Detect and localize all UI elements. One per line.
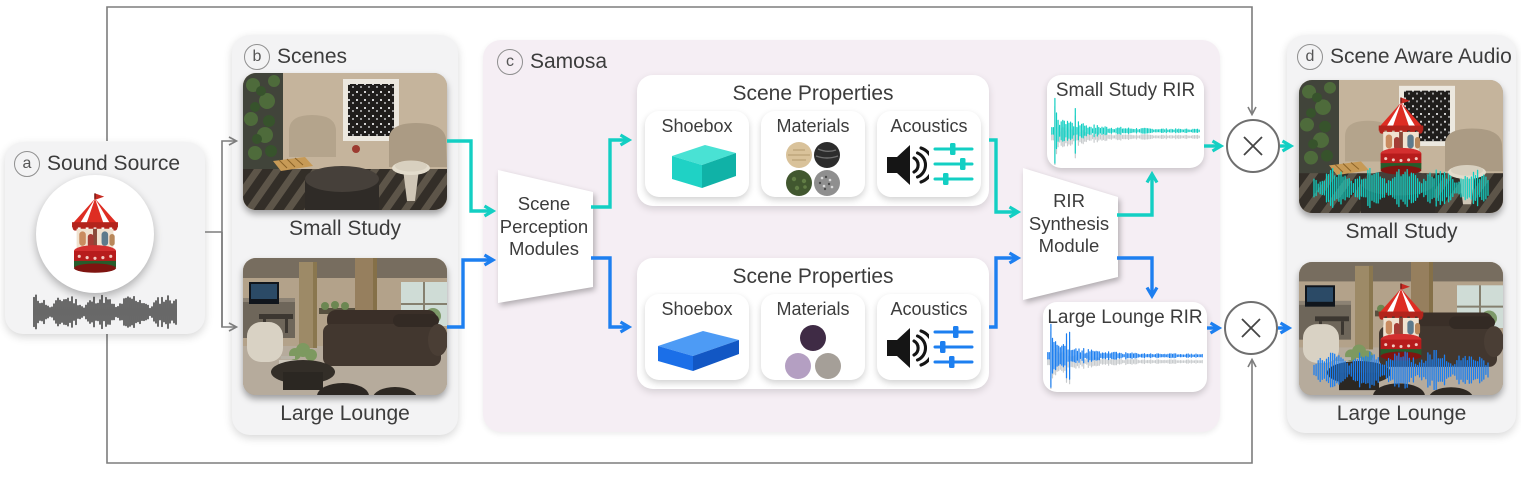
samosa-title: Samosa	[530, 50, 608, 73]
sound-source-panel: a Sound Source	[5, 142, 205, 334]
large-lounge-rir-box: Large Lounge RIR	[1043, 302, 1207, 392]
materials-card: Materials	[761, 111, 865, 197]
small-study-photo	[243, 73, 447, 210]
scene-properties-box-top: Scene Properties Shoebox Materials	[637, 75, 989, 206]
multiply-node-top	[1226, 119, 1280, 173]
shoebox-icon	[658, 331, 739, 371]
scenes-panel: b Scenes Small Study Large Lounge	[232, 35, 458, 435]
panel-tag-b: b	[244, 44, 270, 70]
scene-properties-title: Scene Properties	[732, 82, 894, 105]
small-study-label: Small Study	[288, 217, 402, 240]
scene-aware-audio-panel: d Scene Aware Audio Small Study Large Lo…	[1287, 35, 1516, 433]
scenes-title: Scenes	[277, 45, 348, 68]
panel-tag-c: c	[497, 49, 523, 75]
scene-perception-module-label: Scene Perception Modules	[499, 193, 589, 260]
shoebox-card: Shoebox	[645, 111, 749, 197]
rir-synthesis-module-label: RIR Synthesis Module	[1028, 190, 1110, 257]
acoustics-card: Acoustics	[877, 294, 981, 380]
materials-icon	[785, 325, 841, 379]
samosa-panel: c Samosa Scene Perception Modules Scene …	[483, 40, 1220, 432]
source-waveform	[33, 294, 177, 330]
panel-tag-d: d	[1297, 44, 1323, 70]
large-lounge-audio-waveform	[1313, 350, 1489, 390]
panel-tag-a: a	[14, 151, 40, 177]
carousel-icon	[66, 192, 124, 276]
acoustics-icon	[885, 143, 974, 187]
small-study-label: Small Study	[1345, 220, 1458, 243]
small-study-rir-box: Small Study RIR	[1047, 75, 1204, 168]
materials-icon	[786, 142, 840, 196]
shoebox-card: Shoebox	[645, 294, 749, 380]
small-study-audio-waveform	[1313, 168, 1489, 208]
acoustics-card: Acoustics	[877, 111, 981, 197]
large-lounge-photo	[243, 258, 447, 395]
large-lounge-label: Large Lounge	[1336, 402, 1467, 425]
large-lounge-audio-photo	[1299, 262, 1503, 395]
small-study-rir-label: Small Study RIR	[1055, 80, 1196, 101]
large-lounge-rir-label: Large Lounge RIR	[1047, 307, 1203, 328]
scene-properties-box-bottom: Scene Properties Shoebox Materials Acou	[637, 258, 989, 389]
shoebox-icon	[672, 145, 736, 188]
large-lounge-label: Large Lounge	[280, 402, 410, 425]
scene-properties-title: Scene Properties	[732, 265, 894, 288]
scene-perception-module-shape	[498, 170, 593, 303]
scene-aware-audio-title: Scene Aware Audio	[1330, 45, 1512, 68]
small-study-audio-photo	[1299, 80, 1503, 213]
sound-source-title: Sound Source	[47, 152, 181, 175]
sound-source-thumbnail	[36, 175, 154, 293]
rir-synthesis-module-shape	[1023, 168, 1118, 300]
materials-card: Materials	[761, 294, 865, 380]
acoustics-icon	[885, 326, 974, 370]
multiply-node-bottom	[1224, 301, 1278, 355]
carousel-icon	[1373, 96, 1429, 178]
